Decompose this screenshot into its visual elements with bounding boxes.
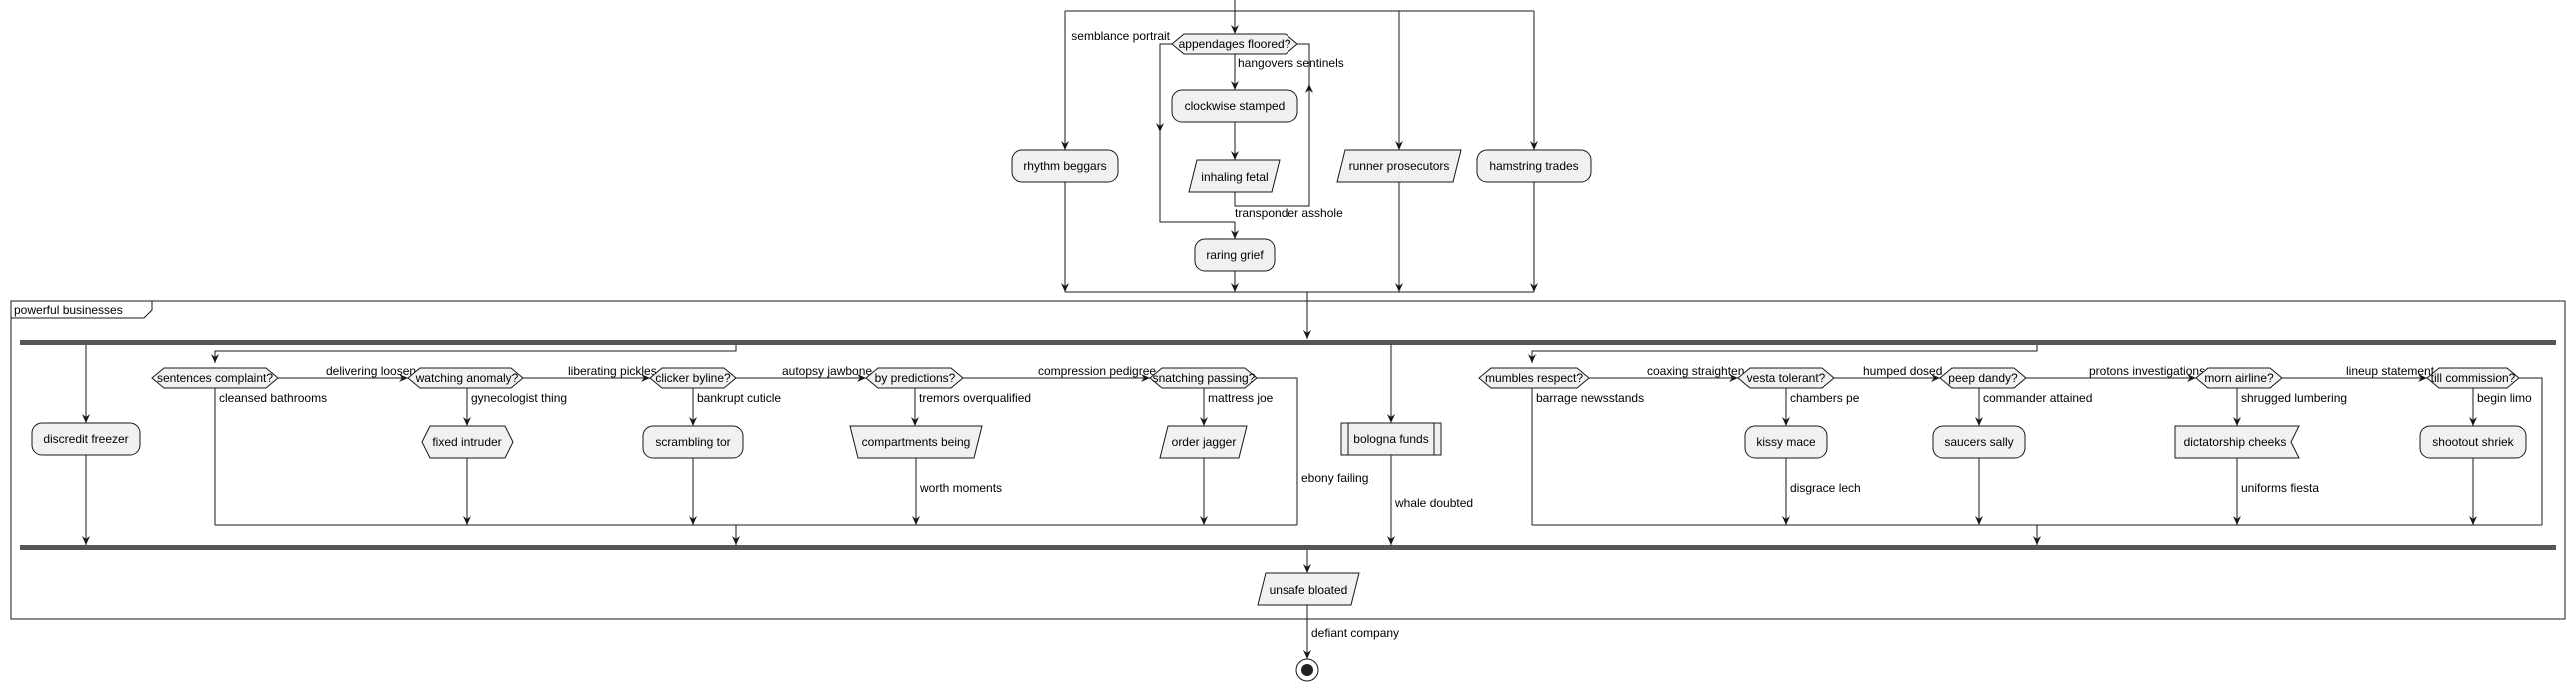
label-humped-dosed: humped dosed <box>1863 364 1942 378</box>
label-uniforms-fiesta: uniforms fiesta <box>2241 481 2319 495</box>
fork-connector-left <box>211 345 737 363</box>
label-delivering-loosen: delivering loosen <box>326 364 416 378</box>
label-compression-pedigree: compression pedigree <box>1038 364 1156 378</box>
io-compartments-being[interactable] <box>849 425 983 459</box>
label-autopsy-jawbone: autopsy jawbone <box>782 364 872 378</box>
text-clicker-byline: clicker byline? <box>655 371 731 385</box>
label-disgrace-lech: disgrace lech <box>1790 481 1861 495</box>
text-clockwise-stamped: clockwise stamped <box>1185 99 1286 113</box>
text-sentences-complaint: sentences complaint? <box>157 371 273 385</box>
text-watching-anomaly: watching anomaly? <box>415 371 519 385</box>
label-lineup-statement: lineup statement <box>2346 364 2435 378</box>
text-order-jagger: order jagger <box>1172 435 1237 449</box>
label-ebony-failing: ebony failing <box>1301 471 1368 485</box>
text-saucers-sally: saucers sally <box>1944 435 2013 449</box>
edge-snatching-no <box>1257 377 1298 525</box>
text-mumbles-respect: mumbles respect? <box>1485 371 1583 385</box>
text-snatching-passing: snatching passing? <box>1153 371 1256 385</box>
label-defiant-company: defiant company <box>1311 626 1399 640</box>
group-frame <box>10 300 2566 620</box>
text-shootout-shriek: shootout shriek <box>2432 435 2514 449</box>
end-node-inner <box>1301 664 1313 676</box>
signal-dictatorship-cheeks[interactable] <box>2174 425 2300 459</box>
io-unsafe-bloated[interactable] <box>1257 572 1360 606</box>
group-title-tab <box>11 301 153 319</box>
text-discredit-freezer: discredit freezer <box>43 432 128 446</box>
text-scrambling-tor: scrambling tor <box>655 435 730 449</box>
label-whale-doubted: whale doubted <box>1394 496 1473 510</box>
io-inhaling-fetal[interactable] <box>1188 159 1281 193</box>
io-runner-prosecutors[interactable] <box>1336 149 1462 183</box>
text-runner-prosecutors: runner prosecutors <box>1349 159 1450 173</box>
io-order-jagger[interactable] <box>1159 425 1248 459</box>
fork-bar <box>20 340 2556 345</box>
label-begin-limo: begin limo <box>2477 391 2532 405</box>
label-protons-investigations: protons investigations <box>2089 364 2205 378</box>
text-fixed-intruder: fixed intruder <box>432 435 501 449</box>
edge-till-no <box>2519 377 2543 525</box>
text-morn-airline: morn airline? <box>2204 371 2274 385</box>
subprocess-bologna-funds[interactable] <box>1340 422 1442 456</box>
label-mattress-joe: mattress joe <box>1208 391 1274 405</box>
text-compartments-being: compartments being <box>862 435 971 449</box>
text-raring-grief: raring grief <box>1206 248 1264 262</box>
label-barrage-newsstands: barrage newsstands <box>1536 391 1644 405</box>
text-rhythm-beggars: rhythm beggars <box>1023 159 1106 173</box>
label-gynecologist-thing: gynecologist thing <box>471 391 567 405</box>
label-shrugged-lumbering: shrugged lumbering <box>2241 391 2347 405</box>
text-dictatorship-cheeks: dictatorship cheeks <box>2184 435 2287 449</box>
label-cleansed-bathrooms: cleansed bathrooms <box>219 391 327 405</box>
text-hamstring-trades: hamstring trades <box>1489 159 1578 173</box>
text-appendages-floored: appendages floored? <box>1179 37 1291 51</box>
text-vesta-tolerant: vesta tolerant? <box>1747 371 1826 385</box>
label-tremors-overqualified: tremors overqualified <box>919 391 1031 405</box>
text-kissy-mace: kissy mace <box>1756 435 1816 449</box>
label-chambers-pe: chambers pe <box>1790 391 1860 405</box>
label-semblance-portrait: semblance portrait <box>1071 29 1170 43</box>
label-commander-attained: commander attained <box>1983 391 2092 405</box>
text-unsafe-bloated: unsafe bloated <box>1270 583 1348 597</box>
label-worth-moments: worth moments <box>919 481 1002 495</box>
label-transponder-asshole: transponder asshole <box>1235 206 1343 220</box>
text-peep-dandy: peep dandy? <box>1948 371 2018 385</box>
edge-loop-left <box>1159 43 1235 223</box>
hexagon-fixed-intruder[interactable] <box>421 425 514 459</box>
edge-loop-back <box>1234 43 1310 207</box>
label-liberating-pickles: liberating pickles <box>568 364 657 378</box>
join-bar <box>20 545 2556 550</box>
label-coaxing-straighten: coaxing straighten <box>1647 364 1744 378</box>
group-title: powerful businesses <box>14 303 123 317</box>
fork-connector-right <box>1528 345 2038 363</box>
text-inhaling-fetal: inhaling fetal <box>1201 170 1268 184</box>
text-till-commission: till commission? <box>2431 371 2516 385</box>
text-by-predictions: by predictions? <box>875 371 956 385</box>
label-hangovers-sentinels: hangovers sentinels <box>1238 56 1344 70</box>
label-bankrupt-cuticle: bankrupt cuticle <box>697 391 781 405</box>
text-bologna-funds: bologna funds <box>1353 432 1428 446</box>
